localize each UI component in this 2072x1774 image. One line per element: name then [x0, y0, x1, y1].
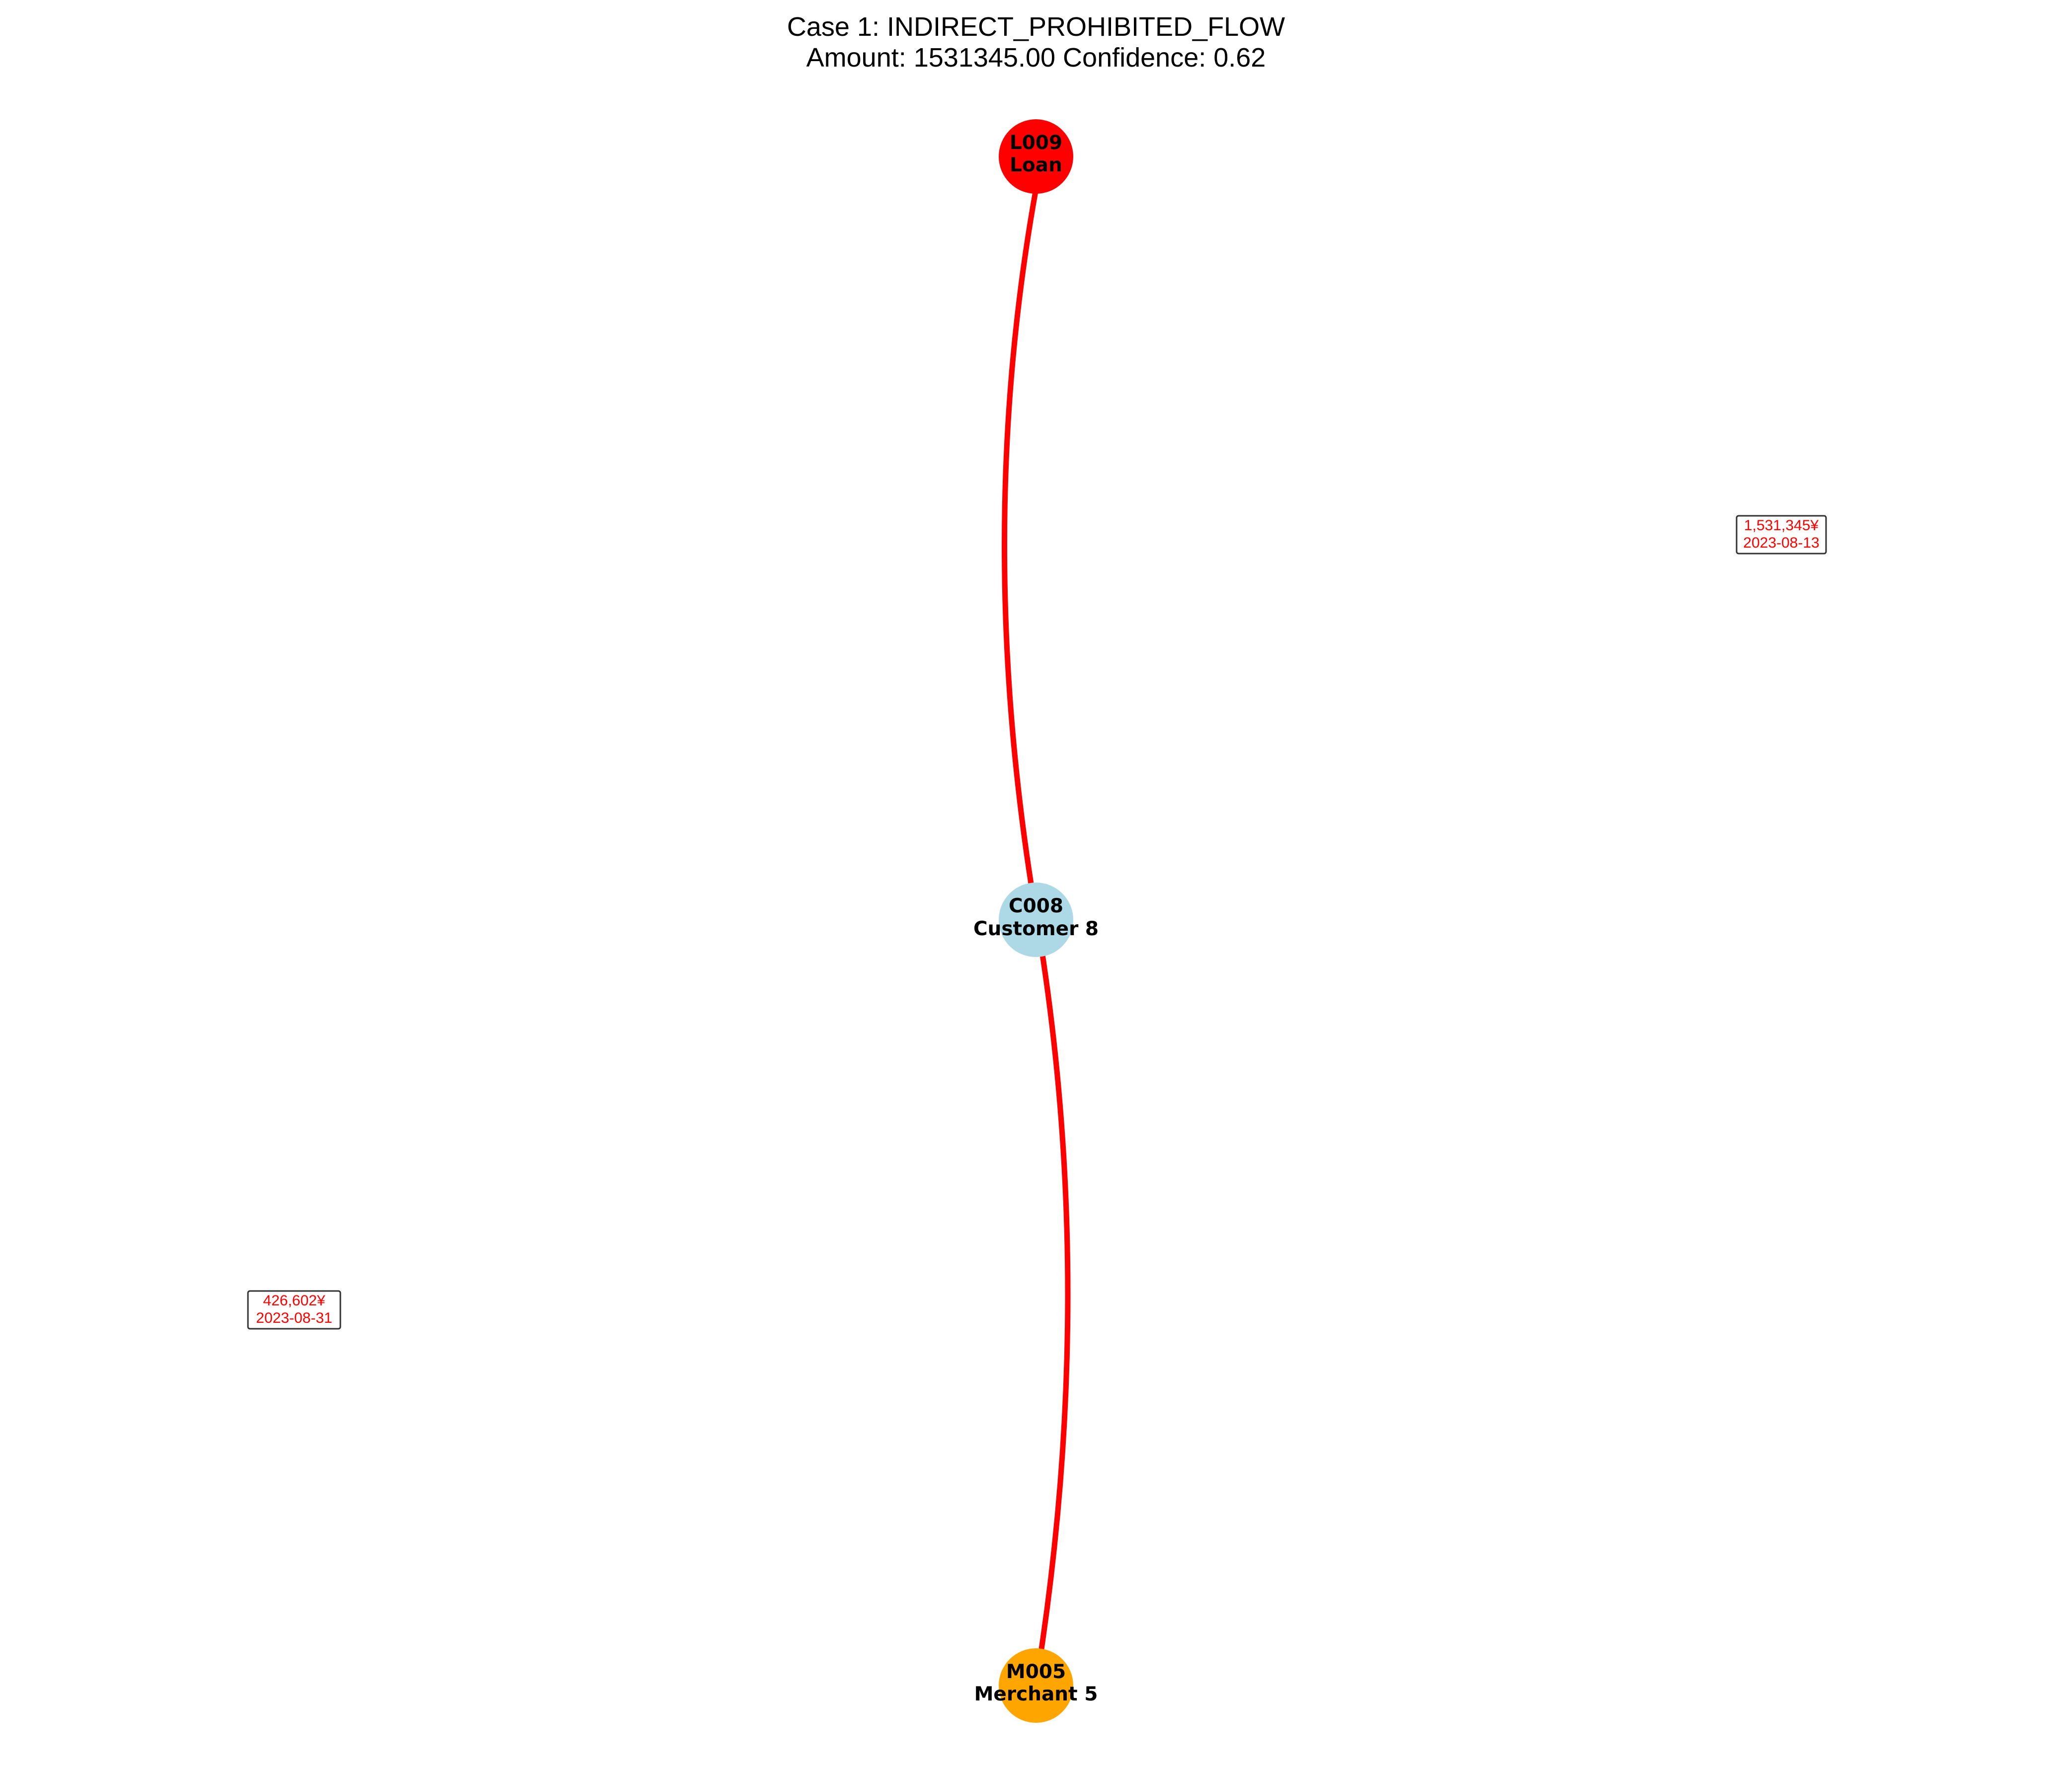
diagram-title-line-1: Case 1: INDIRECT_PROHIBITED_FLOW [787, 12, 1285, 42]
loan-node-name: Loan [1010, 154, 1062, 176]
merchant-node-circle [999, 1648, 1073, 1723]
customer-node-circle [999, 883, 1073, 957]
node-merchant[interactable]: M005 Merchant 5 [974, 1648, 1098, 1723]
edge-label-box [247, 1290, 341, 1330]
diagram-title-line-2: Amount: 1531345.00 Confidence: 0.62 [806, 43, 1266, 73]
edge-label-loan-to-customer: 1,531,345¥ 2023-08-13 [1736, 515, 1827, 555]
edge-customer-to-merchant [1033, 911, 1071, 1688]
edge-label-box [1736, 515, 1827, 555]
edge-label-customer-to-merchant: 426,602¥ 2023-08-31 [247, 1290, 341, 1330]
loan-node-id: L009 [1010, 132, 1062, 154]
edge-layer [1002, 186, 1071, 1688]
edge-amount-label: 426,602¥ [263, 1292, 325, 1309]
edge-amount-label: 1,531,345¥ [1744, 517, 1819, 534]
customer-node-id: C008 [1009, 895, 1063, 917]
merchant-node-id: M005 [1006, 1661, 1066, 1683]
edge-loan-to-customer [1002, 186, 1039, 917]
loan-node-circle [999, 119, 1073, 194]
merchant-node-name: Merchant 5 [974, 1683, 1098, 1705]
edge-date-label: 2023-08-31 [256, 1310, 332, 1326]
node-customer[interactable]: C008 Customer 8 [973, 883, 1099, 957]
edge-date-label: 2023-08-13 [1743, 535, 1819, 551]
customer-node-name: Customer 8 [973, 918, 1099, 940]
node-loan[interactable]: L009 Loan [999, 119, 1073, 194]
